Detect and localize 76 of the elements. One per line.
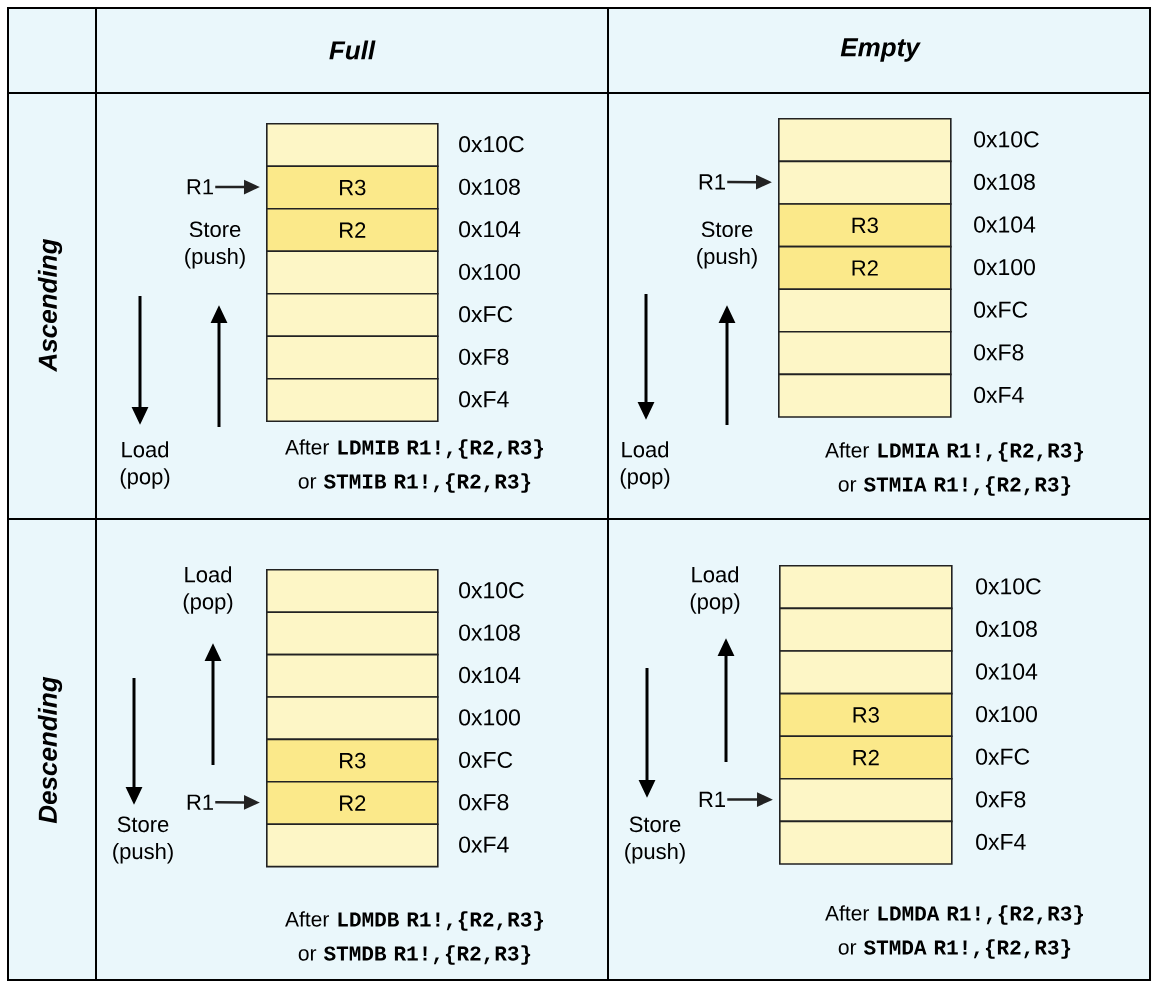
direction-label: Load (pop) xyxy=(690,566,740,614)
pointer-label: R1 xyxy=(699,174,725,190)
address-label: 0xFC xyxy=(974,301,1028,318)
instruction-caption: After LDMDB R1!,{R2,R3} or STMDB R1!,{R2,R3} xyxy=(285,911,543,965)
address-label: 0xF4 xyxy=(459,836,509,853)
stack-slot xyxy=(778,118,952,163)
pointer-label: R1 xyxy=(187,179,213,195)
stack-slot: R3 xyxy=(778,203,952,248)
stack-slot: R2 xyxy=(266,781,439,825)
stack-slot xyxy=(266,293,439,338)
direction-label: Store (push) xyxy=(113,816,173,864)
address-label: 0xF4 xyxy=(974,386,1024,404)
pointer-label: R1 xyxy=(699,791,725,807)
direction-label: Store (push) xyxy=(697,221,757,269)
direction-label: Load (pop) xyxy=(120,441,170,489)
stack-slot xyxy=(779,778,953,823)
direction-label: Load (pop) xyxy=(183,566,233,614)
address-label: 0x108 xyxy=(976,620,1037,638)
address-label: 0x100 xyxy=(974,258,1035,276)
stack-slot xyxy=(778,288,952,333)
column-header: Full xyxy=(329,40,376,60)
stack-slot: R3 xyxy=(779,692,953,737)
address-label: 0xFC xyxy=(976,748,1030,765)
direction-label: Load (pop) xyxy=(620,441,670,489)
pointer-label: R1 xyxy=(187,794,213,810)
address-label: 0x104 xyxy=(459,666,521,684)
stack-slot xyxy=(266,611,439,656)
stack-slot xyxy=(779,650,953,695)
stack-slot: R3 xyxy=(266,738,439,783)
address-label: 0xF8 xyxy=(976,791,1026,808)
stack-slot xyxy=(779,607,953,652)
address-label: 0x104 xyxy=(976,663,1038,680)
stack-slot xyxy=(266,569,439,613)
stack-slot xyxy=(266,378,439,423)
address-label: 0xF4 xyxy=(459,391,509,408)
address-label: 0x104 xyxy=(459,221,521,238)
address-label: 0x108 xyxy=(459,178,520,195)
instruction-caption: After LDMDA R1!,{R2,R3} or STMDA R1!,{R2,R3} xyxy=(825,905,1083,959)
stack-slot xyxy=(778,331,952,376)
address-label: 0x100 xyxy=(459,709,520,726)
stack-slot xyxy=(778,160,952,205)
stack-slot xyxy=(266,696,439,741)
address-label: 0x108 xyxy=(974,173,1035,191)
address-label: 0xF8 xyxy=(459,794,509,811)
address-label: 0xF8 xyxy=(974,344,1024,361)
instruction-caption: After LDMIA R1!,{R2,R3} or STMIA R1!,{R2,R3} xyxy=(825,442,1083,496)
address-label: 0x100 xyxy=(976,705,1037,723)
instruction-caption: After LDMIB R1!,{R2,R3} or STMIB R1!,{R2,R3} xyxy=(285,439,543,493)
address-label: 0xFC xyxy=(459,306,513,323)
address-label: 0x10C xyxy=(459,136,524,153)
direction-label: Store (push) xyxy=(185,221,245,269)
stack-slot xyxy=(779,565,953,610)
row-header: Ascending xyxy=(37,239,63,372)
stack-slot xyxy=(266,335,439,380)
stack-slot xyxy=(779,820,953,865)
address-label: 0x100 xyxy=(459,263,520,280)
address-label: 0x108 xyxy=(459,624,520,641)
stack-slot xyxy=(266,250,439,295)
column-header: Empty xyxy=(840,38,921,62)
stack-slot: R2 xyxy=(778,245,952,290)
stack-slot xyxy=(266,653,439,698)
stack-slot xyxy=(266,823,439,868)
address-label: 0x10C xyxy=(974,131,1039,148)
stack-slot: R3 xyxy=(266,165,439,210)
address-label: 0xF8 xyxy=(459,348,509,365)
stack-slot: R2 xyxy=(266,208,439,253)
address-label: 0xFC xyxy=(459,751,513,768)
stack-slot xyxy=(266,123,439,168)
address-label: 0xF4 xyxy=(976,833,1026,851)
address-label: 0x10C xyxy=(459,582,524,599)
stack-slot xyxy=(778,373,952,418)
direction-label: Store (push) xyxy=(625,816,685,864)
address-label: 0x104 xyxy=(974,216,1036,233)
address-label: 0x10C xyxy=(976,578,1041,595)
row-header: Descending xyxy=(37,676,63,824)
stack-slot: R2 xyxy=(779,735,953,780)
